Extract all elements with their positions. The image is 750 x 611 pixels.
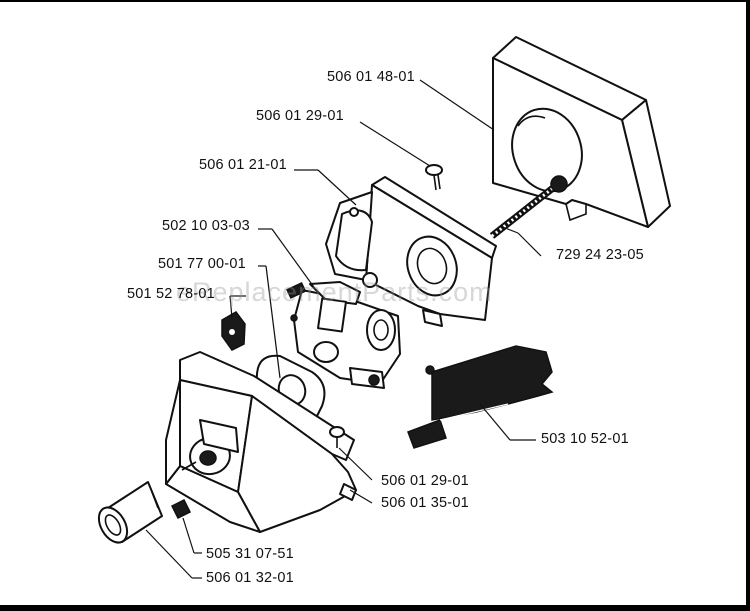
nipple <box>170 498 192 520</box>
part-label-screw-top: 506 01 29-01 <box>256 108 344 124</box>
hose <box>97 481 163 544</box>
part-label-air-filter-cover: 506 01 48-01 <box>327 69 415 85</box>
part-label-choke-rod: 503 10 52-01 <box>541 431 629 447</box>
air-filter-cover <box>492 36 671 228</box>
choke-rod <box>407 345 554 449</box>
leader-lines <box>145 79 542 579</box>
part-label-carburetor: 502 10 03-03 <box>162 218 250 234</box>
frame-border-top <box>0 0 750 2</box>
part-label-carburetor-adapter: 506 01 21-01 <box>199 157 287 173</box>
carburetor-housing <box>165 351 357 533</box>
frame-border-bottom <box>0 605 750 611</box>
part-label-long-bolt: 729 24 23-05 <box>556 247 644 263</box>
grommet <box>221 311 246 351</box>
carburetor-adapter <box>325 176 497 327</box>
part-label-screw-mid: 506 01 29-01 <box>381 473 469 489</box>
part-label-housing: 506 01 35-01 <box>381 495 469 511</box>
part-label-grommet: 501 52 78-01 <box>127 286 215 302</box>
carburetor <box>286 281 401 389</box>
part-label-nipple: 505 31 07-51 <box>206 546 294 562</box>
watermark-text: eReplacementParts.com <box>176 277 493 307</box>
part-label-hose: 506 01 32-01 <box>206 570 294 586</box>
frame-border-right <box>746 0 750 611</box>
screw-top <box>425 164 443 191</box>
part-label-gasket: 501 77 00-01 <box>158 256 246 272</box>
screw-mid <box>329 426 345 448</box>
